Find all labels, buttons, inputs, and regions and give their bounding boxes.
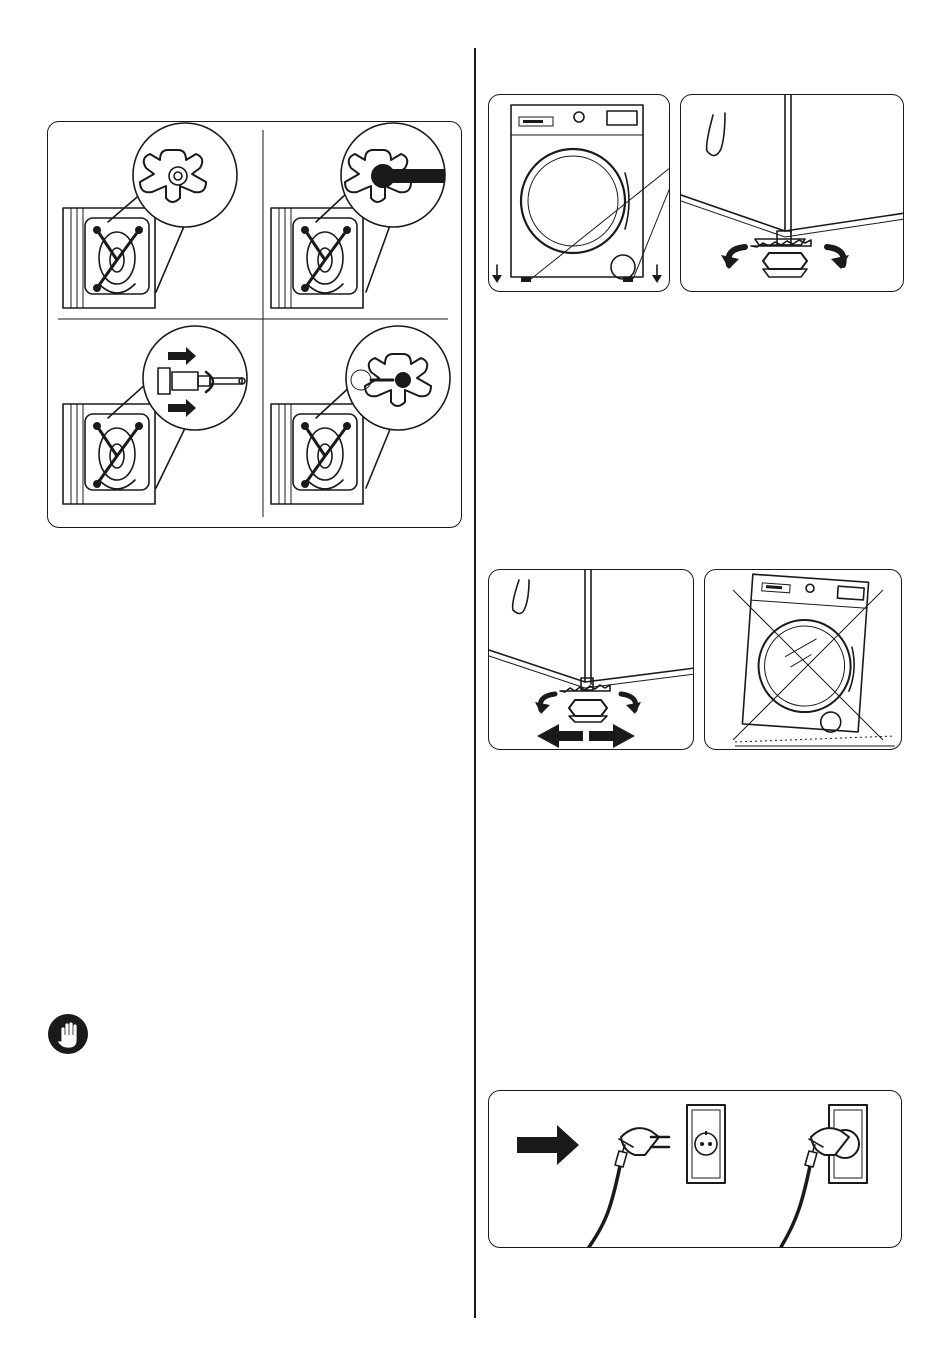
- step-3-illustration: [63, 326, 247, 504]
- foot-lock-illustration: [489, 570, 694, 750]
- step-4-illustration: [271, 326, 450, 504]
- foot-lock-panel: [488, 569, 694, 750]
- plug-into-socket-illustration: [489, 1091, 902, 1248]
- tilted-machine-crossed-out-illustration: [705, 570, 902, 750]
- transport-bolt-removal-illustration: [48, 122, 462, 528]
- foot-rotation-panel: [680, 94, 904, 292]
- socket-icon: [687, 1105, 725, 1183]
- machine-leveling-panel: [488, 94, 670, 292]
- hand-stop-icon: [47, 1013, 89, 1055]
- column-divider: [474, 48, 476, 1318]
- machine-leveling-illustration: [489, 95, 670, 292]
- tilted-machine-panel: [704, 569, 902, 750]
- step-2-illustration: [271, 123, 445, 308]
- foot-adjustment-illustration: [681, 95, 904, 292]
- step-1-illustration: [63, 123, 237, 308]
- transport-bolts-panel: [47, 121, 462, 528]
- plug-icon: [589, 1128, 669, 1247]
- arrow-right-icon: [517, 1125, 579, 1165]
- plug-socket-panel: [488, 1090, 902, 1248]
- plugged-socket-icon: [781, 1105, 867, 1247]
